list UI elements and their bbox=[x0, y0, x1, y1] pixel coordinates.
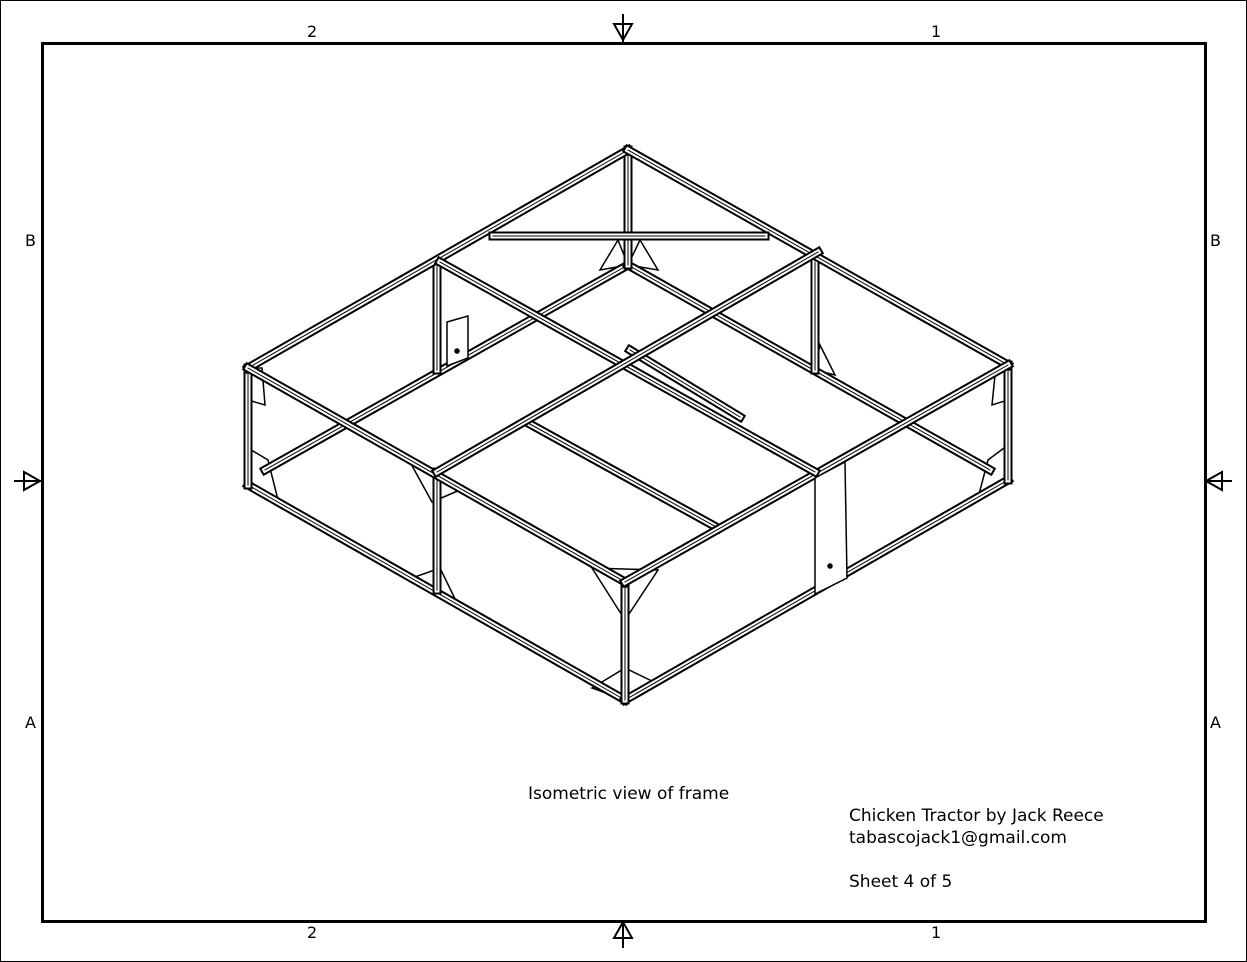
frame-rails bbox=[241, 143, 1015, 707]
sheet-number: Sheet 4 of 5 bbox=[849, 872, 953, 892]
zone-label-top-1: 1 bbox=[931, 22, 942, 41]
splice-plate bbox=[446, 315, 469, 368]
splice-plate bbox=[814, 460, 848, 596]
bolt-hole bbox=[454, 348, 460, 354]
side-plates bbox=[446, 315, 848, 596]
gusset-plate bbox=[626, 238, 660, 272]
zone-label-bottom-1: 1 bbox=[931, 923, 942, 942]
zone-label-bottom-2: 2 bbox=[307, 923, 318, 942]
zone-label-left-b: B bbox=[25, 231, 36, 250]
author-email: tabascojack1@gmail.com bbox=[849, 828, 1067, 848]
center-arrow-bottom-icon bbox=[612, 919, 634, 948]
center-arrow-left-icon bbox=[14, 470, 43, 492]
center-arrow-right-icon bbox=[1203, 470, 1232, 492]
zone-label-left-a: A bbox=[25, 713, 36, 732]
frame-rail bbox=[629, 349, 741, 418]
frame-rail bbox=[527, 422, 719, 529]
title-block: Chicken Tractor by Jack Reece tabascojac… bbox=[849, 806, 1104, 892]
gusset-plate bbox=[598, 238, 630, 272]
frame-rail bbox=[436, 251, 819, 473]
frame-rail bbox=[264, 264, 629, 471]
zone-label-right-a: A bbox=[1210, 713, 1221, 732]
center-arrow-top-icon bbox=[612, 14, 634, 43]
frame-rail bbox=[627, 149, 1009, 366]
view-title: Isometric view of frame bbox=[528, 784, 730, 804]
zone-label-top-2: 2 bbox=[307, 22, 318, 41]
drawing-title: Chicken Tractor by Jack Reece bbox=[849, 806, 1104, 826]
centering-arrows bbox=[14, 14, 1232, 948]
frame-rail bbox=[627, 264, 991, 471]
bolt-hole bbox=[827, 563, 833, 569]
zone-label-right-b: B bbox=[1210, 231, 1221, 250]
